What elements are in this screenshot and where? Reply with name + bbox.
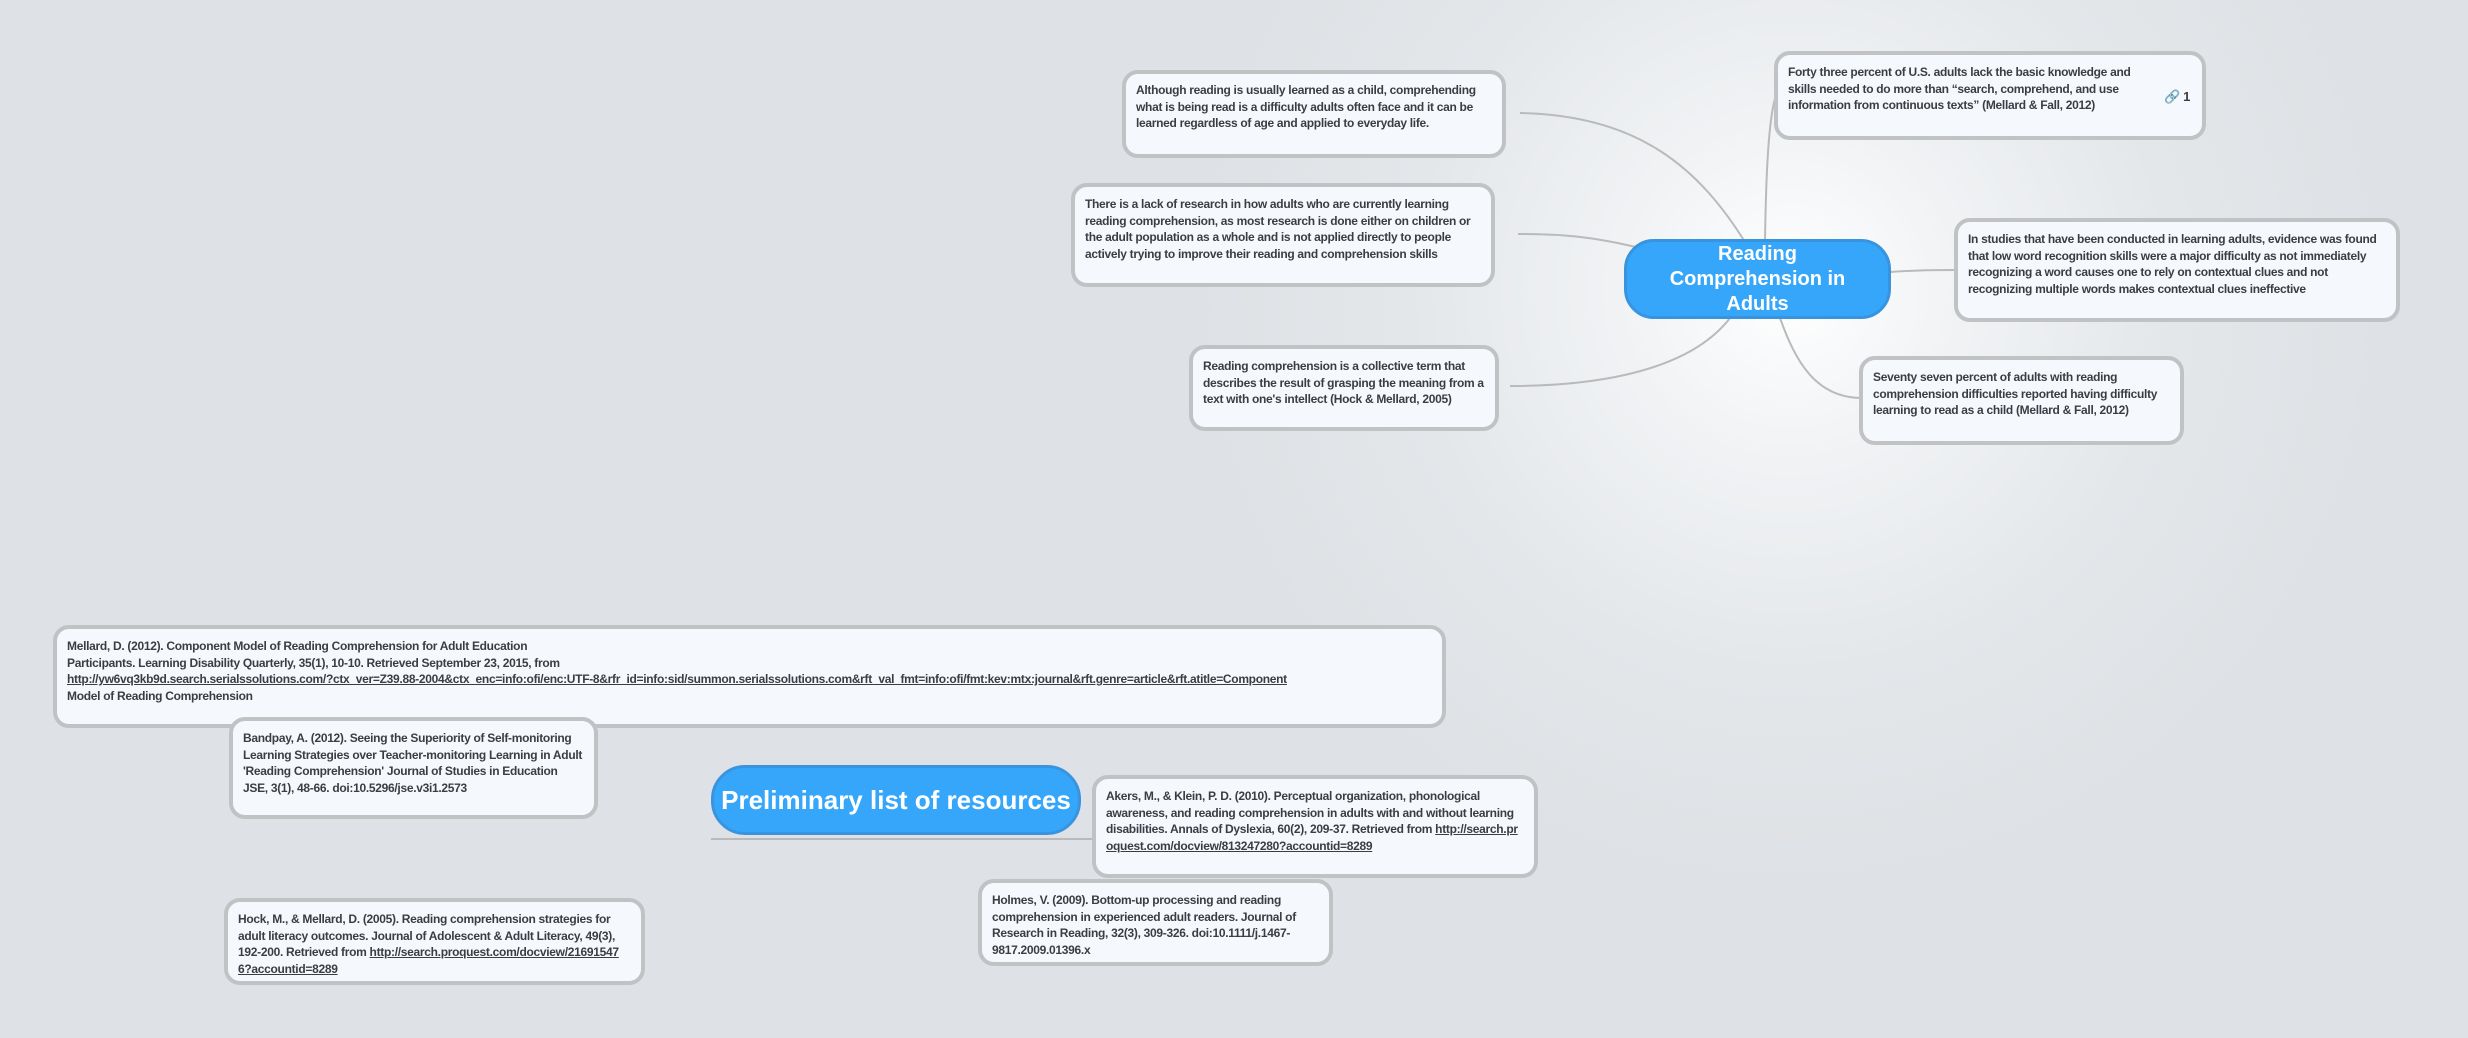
resource-text: Akers, M., & Klein, P. D. (2010). Percep… — [1106, 789, 1514, 836]
link-badge[interactable]: 🔗 1 — [2164, 89, 2190, 106]
central-topic-preliminary-resources[interactable]: Preliminary list of resources — [711, 765, 1081, 835]
connector-forty — [1764, 94, 1777, 241]
resource-link[interactable]: http://search.proquest.com/docview/21691… — [238, 945, 619, 976]
topic-text: In studies that have been conducted in l… — [1968, 232, 2377, 296]
topic-text: There is a lack of research in how adult… — [1085, 197, 1471, 261]
topic-lack-of-research[interactable]: There is a lack of research in how adult… — [1071, 183, 1495, 287]
topic-text: Although reading is usually learned as a… — [1136, 83, 1476, 130]
topic-text: Reading comprehension is a collective te… — [1203, 359, 1484, 406]
resource-link[interactable]: http://yw6vq3kb9d.search.serialssolution… — [67, 672, 1287, 686]
connector-although — [1519, 112, 1746, 243]
central-topic-text: Preliminary list of resources — [721, 784, 1071, 815]
resource-text: Holmes, V. (2009). Bottom-up processing … — [992, 893, 1296, 957]
topic-seventy-seven-percent[interactable]: Seventy seven percent of adults with rea… — [1859, 356, 2184, 445]
resource-text: Bandpay, A. (2012). Seeing the Superiori… — [243, 731, 583, 795]
link-count: 1 — [2183, 89, 2190, 104]
resource-link[interactable]: http://search.proquest.com/docview/81324… — [1106, 822, 1518, 853]
resource-text: Mellard, D. (2012). Component Model of R… — [67, 639, 560, 670]
topic-although[interactable]: Although reading is usually learned as a… — [1122, 70, 1506, 158]
resource-text: Hock, M., & Mellard, D. (2005). Reading … — [238, 912, 616, 959]
central-topic-reading-comprehension[interactable]: Reading Comprehension in Adults — [1624, 239, 1891, 319]
resource-text-after: Model of Reading Comprehension — [67, 688, 253, 703]
resource-bandpay-2012[interactable]: Bandpay, A. (2012). Seeing the Superiori… — [229, 717, 598, 819]
topic-text: Forty three percent of U.S. adults lack … — [1788, 65, 2131, 112]
topic-forty-three-percent[interactable]: Forty three percent of U.S. adults lack … — [1774, 51, 2206, 140]
topic-collective-term[interactable]: Reading comprehension is a collective te… — [1189, 345, 1499, 431]
resource-hock-2005[interactable]: Hock, M., & Mellard, D. (2005). Reading … — [224, 898, 645, 985]
topic-text: Seventy seven percent of adults with rea… — [1873, 370, 2158, 417]
central-topic-text: Reading Comprehension in Adults — [1669, 242, 1846, 315]
topic-word-recognition[interactable]: In studies that have been conducted in l… — [1954, 218, 2400, 322]
resource-akers-2010[interactable]: Akers, M., & Klein, P. D. (2010). Percep… — [1092, 775, 1538, 878]
connector-collective — [1509, 317, 1731, 387]
resource-holmes-2009[interactable]: Holmes, V. (2009). Bottom-up processing … — [978, 879, 1333, 966]
connector-studies — [1889, 269, 1957, 273]
link-icon: 🔗 — [2164, 89, 2181, 104]
connector-lack — [1517, 233, 1641, 249]
connector-seventy — [1779, 317, 1863, 399]
resource-mellard-2012[interactable]: Mellard, D. (2012). Component Model of R… — [53, 625, 1446, 728]
